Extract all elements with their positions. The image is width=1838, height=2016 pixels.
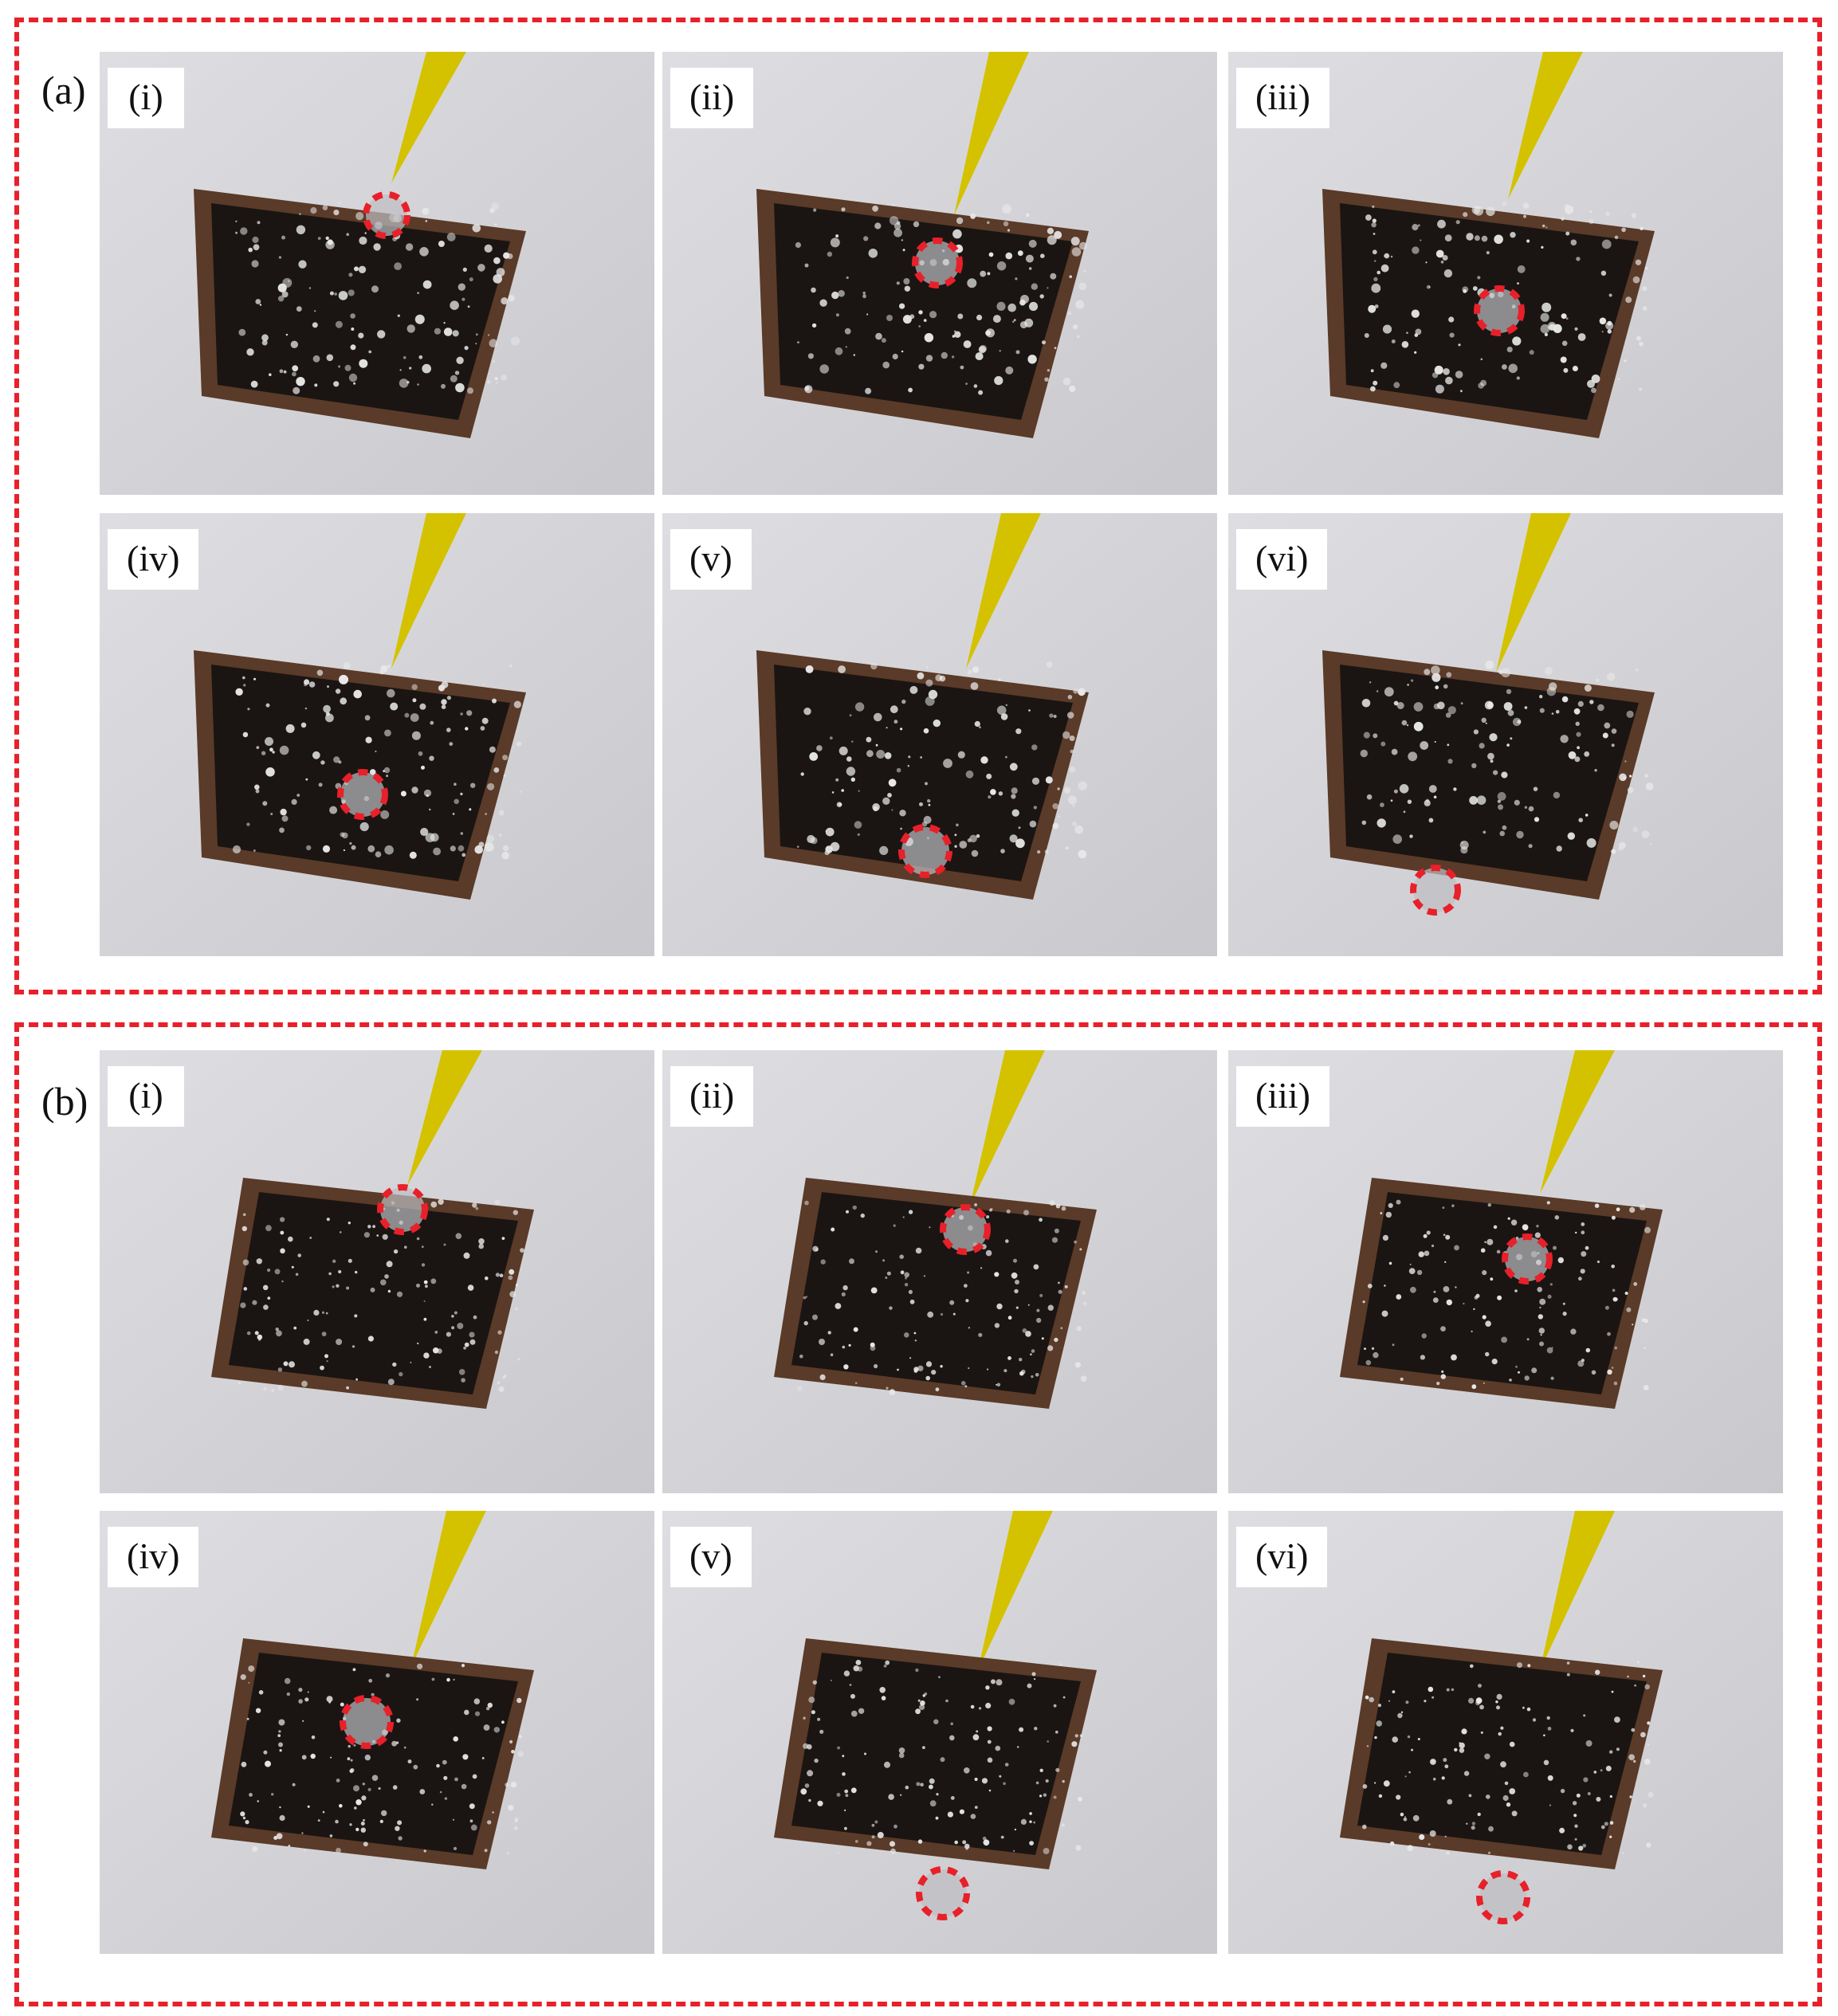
pipette-tip	[1508, 52, 1583, 199]
droplet-marker-circle	[337, 769, 388, 820]
substrate-surface	[1357, 1653, 1647, 1855]
group-label: (b)	[41, 1079, 88, 1124]
droplet	[343, 1698, 391, 1746]
panel-label: (iv)	[108, 1527, 199, 1587]
photo-scene	[100, 52, 654, 495]
pipette-tip	[1540, 1511, 1615, 1670]
droplet	[915, 241, 960, 285]
droplet-marker-circle	[1476, 1870, 1530, 1924]
panel-label: (i)	[108, 68, 184, 128]
panel-label: (iii)	[1236, 68, 1329, 128]
photo-scene	[662, 52, 1217, 495]
substrate-surface	[774, 665, 1073, 881]
photo-panel: (vi)	[1228, 1511, 1783, 1954]
panel-label: (v)	[670, 529, 752, 590]
pipette-tip	[978, 1511, 1053, 1670]
particles	[1364, 201, 1648, 394]
group-b-frame: (b)	[14, 1022, 1822, 2006]
pipette-tip	[391, 513, 466, 669]
panel-label: (ii)	[670, 1066, 754, 1127]
particles	[800, 1660, 1083, 1854]
photo-scene	[1228, 1511, 1783, 1954]
panel-label: (ii)	[670, 68, 754, 128]
droplet-marker-circle	[340, 1695, 394, 1749]
droplet	[943, 1207, 988, 1252]
substrate-surface	[211, 203, 510, 420]
photo-panel: (iv)	[100, 513, 654, 956]
panel-label: (iii)	[1236, 1066, 1329, 1127]
droplet	[380, 1187, 425, 1232]
droplet-marker-circle	[1410, 865, 1461, 916]
pipette-tip	[391, 52, 466, 183]
panel-label: (vi)	[1236, 529, 1328, 590]
pipette-tip	[1540, 1050, 1615, 1194]
group-a-frame: (a)	[14, 18, 1822, 994]
droplet-marker-circle	[916, 1866, 970, 1920]
droplet-marker-circle	[912, 237, 963, 288]
droplet	[340, 772, 385, 817]
substrate-surface	[791, 1653, 1081, 1855]
droplet	[1477, 288, 1522, 333]
particles	[796, 661, 1087, 859]
pipette-tip	[970, 1050, 1045, 1206]
photo-panel: (v)	[662, 513, 1217, 956]
droplet-marker-circle	[377, 1184, 428, 1235]
substrate-surface	[1357, 1192, 1647, 1394]
droplet-marker-circle	[363, 191, 410, 239]
photo-panel: (i)	[100, 52, 654, 495]
panel-label: (i)	[108, 1066, 184, 1127]
photo-scene	[662, 513, 1217, 956]
group-label: (a)	[41, 68, 86, 112]
photo-scene	[662, 1511, 1217, 1954]
substrate-surface	[1340, 665, 1639, 881]
photo-scene	[100, 1050, 654, 1493]
photo-scene	[1228, 1050, 1783, 1493]
photo-panel: (ii)	[662, 52, 1217, 495]
pipette-tip	[411, 1511, 486, 1666]
droplet-marker-circle	[1474, 285, 1525, 336]
droplet	[366, 194, 407, 236]
droplet-marker-circle	[940, 1204, 991, 1255]
panel-label: (v)	[670, 1527, 752, 1587]
photo-scene	[1228, 513, 1783, 956]
droplet	[1413, 868, 1458, 912]
particles	[235, 202, 520, 394]
particles	[795, 203, 1087, 395]
panel-label: (iv)	[108, 529, 199, 590]
photo-scene	[662, 1050, 1217, 1493]
photo-panel: (vi)	[1228, 513, 1783, 956]
photo-panel: (iii)	[1228, 1050, 1783, 1493]
droplet	[1505, 1237, 1549, 1281]
particles	[1362, 1661, 1654, 1855]
particles	[240, 1663, 524, 1855]
photo-panel: (v)	[662, 1511, 1217, 1954]
droplet-marker-circle	[1502, 1234, 1553, 1285]
substrate-surface	[229, 1192, 518, 1394]
droplet-marker-circle	[898, 824, 952, 878]
particles	[1362, 1199, 1651, 1390]
photo-panel: (iii)	[1228, 52, 1783, 495]
droplet	[901, 827, 949, 875]
photo-panel: (ii)	[662, 1050, 1217, 1493]
substrate-surface	[791, 1192, 1081, 1394]
pipette-tip	[407, 1050, 482, 1186]
particles	[1360, 660, 1654, 854]
pipette-tip	[954, 52, 1029, 215]
photo-scene	[100, 513, 654, 956]
photo-panel: (i)	[100, 1050, 654, 1493]
droplet	[919, 1869, 967, 1917]
pipette-tip	[966, 513, 1041, 669]
photo-panel: (iv)	[100, 1511, 654, 1954]
pipette-tip	[1496, 513, 1571, 673]
substrate-surface	[774, 203, 1073, 420]
panel-label: (vi)	[1236, 1527, 1328, 1587]
droplet	[1479, 1873, 1527, 1921]
particles	[797, 1200, 1087, 1395]
